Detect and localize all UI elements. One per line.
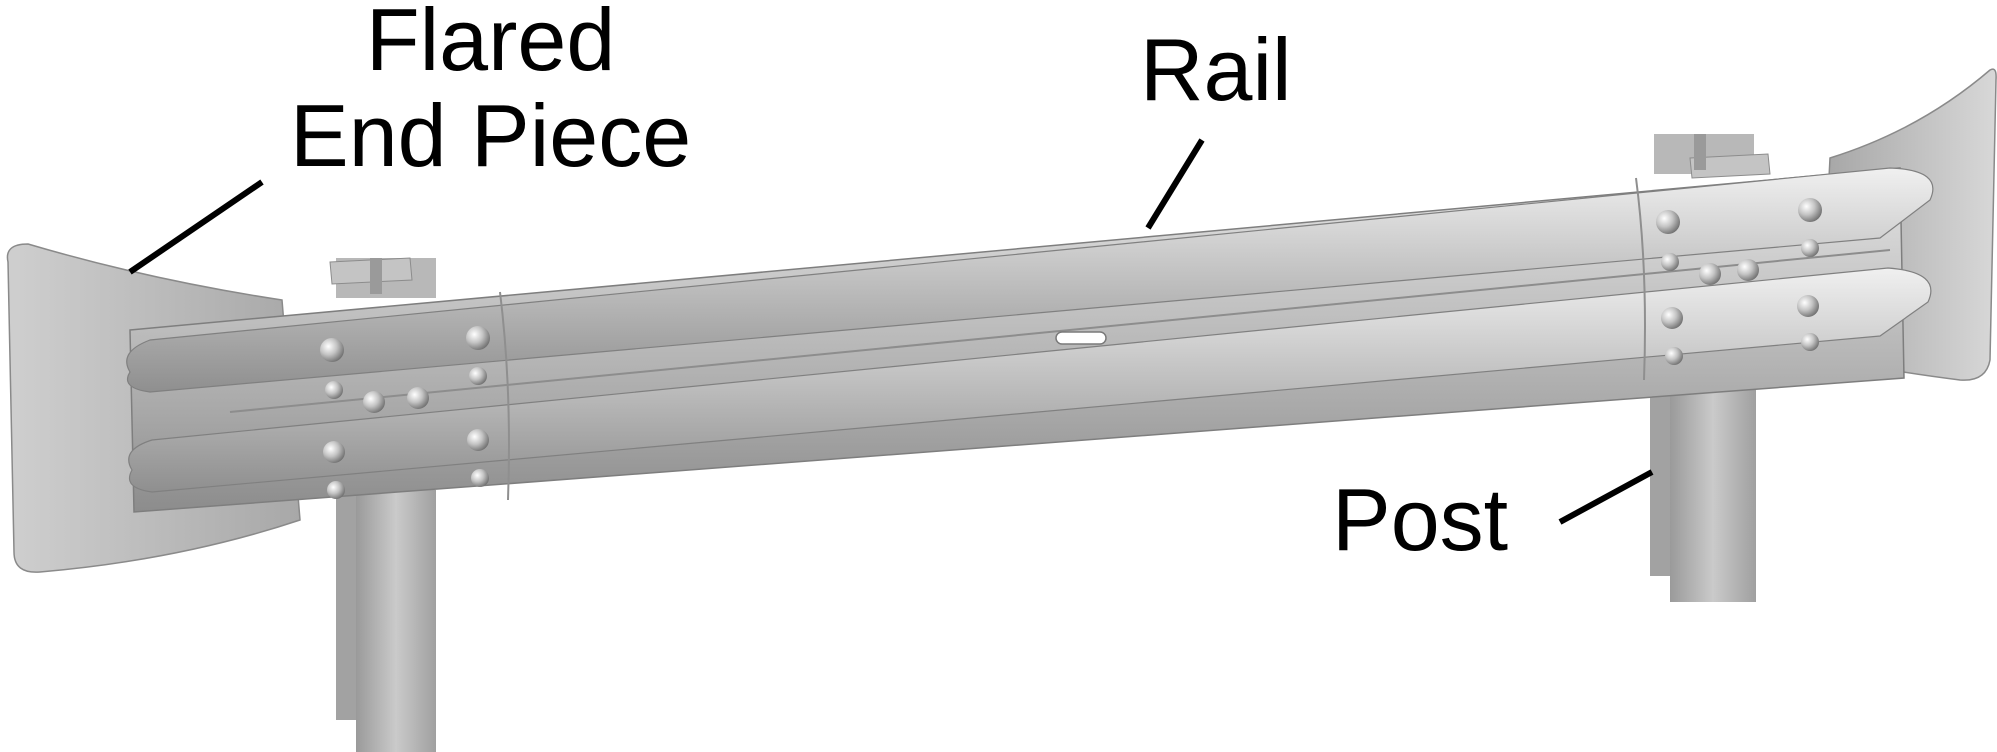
leader-lines [128,138,1654,525]
rail-bolts [320,198,1822,499]
leader-line-rail [1145,138,1205,230]
label-flared-end-piece-line-2: End Piece [290,86,692,185]
rail-body [126,167,1934,513]
leader-line-flared-end-piece [128,179,264,275]
right-post [1650,134,1771,602]
label-flared-end-piece: Flared End Piece [290,0,691,184]
label-rail: Rail [1140,20,1292,119]
label-post: Post [1332,470,1509,569]
left-post [329,257,436,752]
label-flared-end-piece-line-1: Flared [365,0,616,89]
leader-line-post [1558,469,1654,525]
